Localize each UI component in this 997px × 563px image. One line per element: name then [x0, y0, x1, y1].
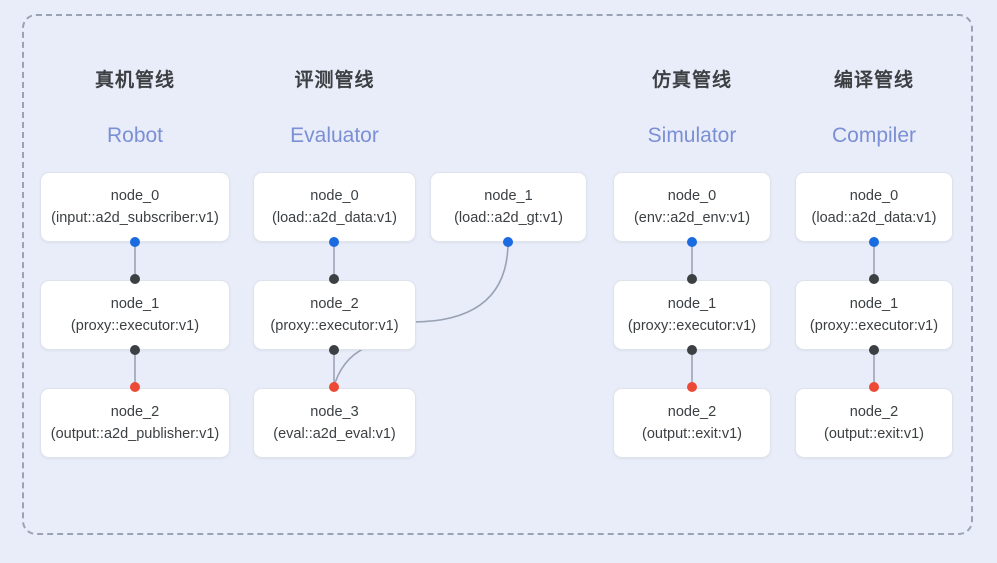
node-compiler-0-name: node_0: [849, 187, 899, 204]
column-title-cn-robot: 真机管线: [94, 70, 175, 91]
node-evaluator-2-name: node_2: [310, 295, 359, 312]
node-simulator-2-name: node_2: [667, 403, 717, 420]
column-title-cn-evaluator: 评测管线: [294, 70, 375, 91]
port-simulator-0-out[interactable]: [687, 237, 697, 247]
node-simulator-0[interactable]: node_0 (env::a2d_env:v1): [613, 172, 771, 242]
column-title-en-robot: Robot: [106, 124, 164, 147]
node-simulator-2[interactable]: node_2 (output::exit:v1): [613, 388, 771, 458]
node-evaluator-0-name: node_0: [310, 187, 359, 204]
column-title-cn-simulator: 仿真管线: [651, 70, 732, 91]
port-compiler-2-in[interactable]: [869, 382, 879, 392]
node-evaluator-0[interactable]: node_0 (load::a2d_data:v1): [253, 172, 416, 242]
node-evaluator-0-spec: (load::a2d_data:v1): [272, 210, 397, 226]
node-compiler-0-spec: (load::a2d_data:v1): [811, 210, 937, 226]
port-robot-2-in[interactable]: [130, 382, 140, 392]
node-evaluator-3[interactable]: node_3 (eval::a2d_eval:v1): [253, 388, 416, 458]
node-simulator-0-spec: (env::a2d_env:v1): [633, 210, 751, 226]
column-title-en-simulator: Simulator: [647, 124, 737, 147]
port-evaluator-2-out[interactable]: [329, 345, 339, 355]
port-evaluator-1-out[interactable]: [503, 237, 513, 247]
node-evaluator-1-name: node_1: [484, 187, 533, 204]
node-robot-2[interactable]: node_2 (output::a2d_publisher:v1): [40, 388, 230, 458]
node-simulator-1-name: node_1: [667, 295, 717, 312]
node-compiler-1-name: node_1: [849, 295, 899, 312]
port-compiler-1-out[interactable]: [869, 345, 879, 355]
node-compiler-2[interactable]: node_2 (output::exit:v1): [795, 388, 953, 458]
port-robot-0-out[interactable]: [130, 237, 140, 247]
node-compiler-0[interactable]: node_0 (load::a2d_data:v1): [795, 172, 953, 242]
node-robot-0[interactable]: node_0 (input::a2d_subscriber:v1): [40, 172, 230, 242]
node-robot-0-spec: (input::a2d_subscriber:v1): [51, 210, 219, 226]
port-evaluator-2-in[interactable]: [329, 274, 339, 284]
node-compiler-1[interactable]: node_1 (proxy::executor:v1): [795, 280, 953, 350]
port-compiler-1-in[interactable]: [869, 274, 879, 284]
node-evaluator-2[interactable]: node_2 (proxy::executor:v1): [253, 280, 416, 350]
node-compiler-2-spec: (output::exit:v1): [824, 426, 924, 442]
node-robot-2-name: node_2: [110, 403, 160, 420]
port-simulator-1-in[interactable]: [687, 274, 697, 284]
node-compiler-2-name: node_2: [849, 403, 899, 420]
column-title-en-compiler: Compiler: [831, 124, 917, 147]
node-robot-2-spec: (output::a2d_publisher:v1): [50, 426, 220, 442]
node-evaluator-3-name: node_3: [310, 403, 359, 420]
port-robot-1-out[interactable]: [130, 345, 140, 355]
node-compiler-1-spec: (proxy::executor:v1): [809, 318, 939, 334]
node-simulator-1-spec: (proxy::executor:v1): [627, 318, 757, 334]
column-title-cn-compiler: 编译管线: [833, 70, 914, 91]
node-robot-1-spec: (proxy::executor:v1): [70, 318, 200, 334]
node-evaluator-2-spec: (proxy::executor:v1): [270, 318, 399, 334]
port-robot-1-in[interactable]: [130, 274, 140, 284]
node-simulator-1[interactable]: node_1 (proxy::executor:v1): [613, 280, 771, 350]
node-simulator-2-spec: (output::exit:v1): [642, 426, 742, 442]
column-title-en-evaluator: Evaluator: [290, 124, 379, 147]
node-evaluator-1-spec: (load::a2d_gt:v1): [454, 210, 563, 226]
port-simulator-2-in[interactable]: [687, 382, 697, 392]
node-robot-1[interactable]: node_1 (proxy::executor:v1): [40, 280, 230, 350]
node-simulator-0-name: node_0: [667, 187, 717, 204]
node-evaluator-1[interactable]: node_1 (load::a2d_gt:v1): [430, 172, 587, 242]
port-compiler-0-out[interactable]: [869, 237, 879, 247]
node-robot-0-name: node_0: [110, 187, 160, 204]
port-simulator-1-out[interactable]: [687, 345, 697, 355]
port-evaluator-3-in[interactable]: [329, 382, 339, 392]
port-evaluator-0-out[interactable]: [329, 237, 339, 247]
node-robot-1-name: node_1: [110, 295, 160, 312]
pipeline-overview-frame: [22, 14, 973, 535]
node-evaluator-3-spec: (eval::a2d_eval:v1): [273, 426, 396, 442]
